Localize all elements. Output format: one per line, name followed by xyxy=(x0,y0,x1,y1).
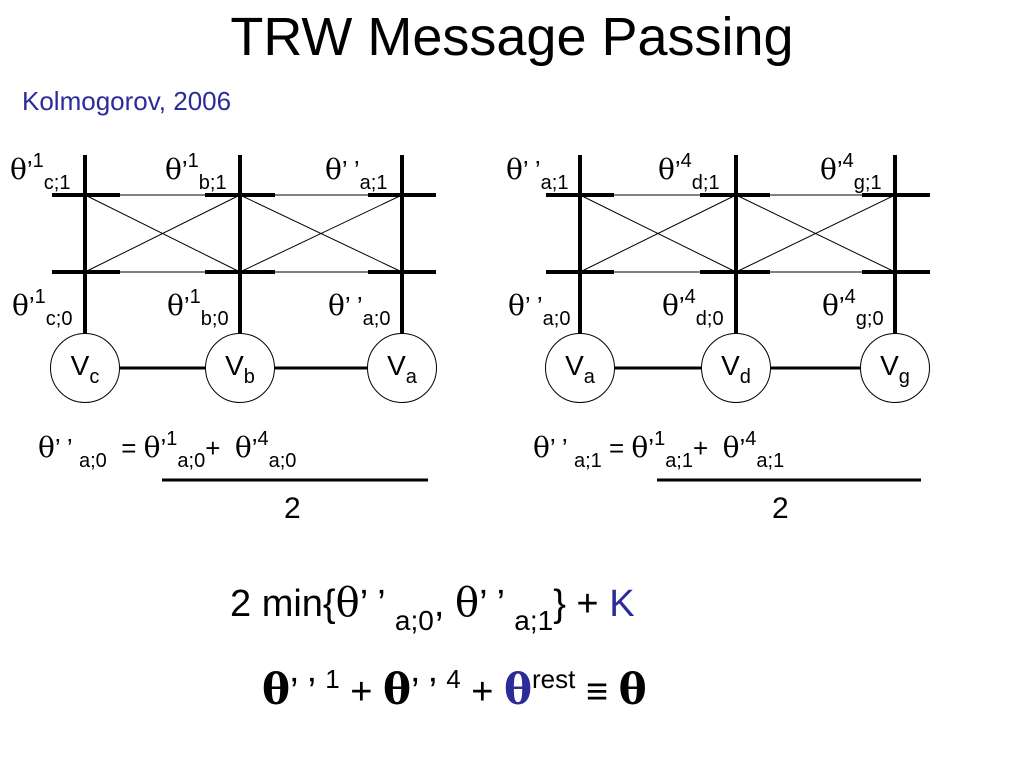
right-denominator: 2 xyxy=(772,492,789,525)
left-average-equation: θ’ ’ a;0 = θ’1a;0+ θ’4a;0 xyxy=(38,428,297,472)
label-theta-pp-a0: θ’ ’a;0 xyxy=(328,289,391,330)
right-tree-graphics xyxy=(546,155,930,370)
node-vc: Vc xyxy=(50,333,120,403)
node-vb: Vb xyxy=(205,333,275,403)
min-expression: 2 min{θ’ ’ a;0, θ’ ’ a;1} + K xyxy=(230,580,635,636)
label-theta-pp-a0-right: θ’ ’a;0 xyxy=(508,289,571,330)
node-va-left: Va xyxy=(367,333,437,403)
label-theta-pp-a1: θ’ ’a;1 xyxy=(325,153,388,194)
label-theta-4-d0: θ’4d;0 xyxy=(662,286,724,330)
node-va-right: Va xyxy=(545,333,615,403)
label-theta-4-g1: θ’4g;1 xyxy=(820,150,882,194)
constant-k: K xyxy=(609,583,635,625)
left-denominator: 2 xyxy=(284,492,301,525)
node-vd: Vd xyxy=(701,333,771,403)
reparameterization-identity: θ’ ’ 1 + θ’ ’ 4 + θrest ≡ θ xyxy=(262,664,647,714)
slide-title: TRW Message Passing xyxy=(230,7,794,67)
node-vg: Vg xyxy=(860,333,930,403)
label-theta-1-b0: θ’1b;0 xyxy=(167,286,229,330)
label-theta-1-c0: θ’1c;0 xyxy=(12,286,73,330)
citation: Kolmogorov, 2006 xyxy=(22,86,232,116)
label-theta-1-b1: θ’1b;1 xyxy=(165,150,227,194)
label-theta-pp-a1-right: θ’ ’a;1 xyxy=(506,153,569,194)
right-average-equation: θ’ ’ a;1 = θ’1a;1+ θ’4a;1 xyxy=(533,428,785,472)
label-theta-1-c1: θ’1c;1 xyxy=(10,150,71,194)
label-theta-4-d1: θ’4d;1 xyxy=(658,150,720,194)
label-theta-4-g0: θ’4g;0 xyxy=(822,286,884,330)
